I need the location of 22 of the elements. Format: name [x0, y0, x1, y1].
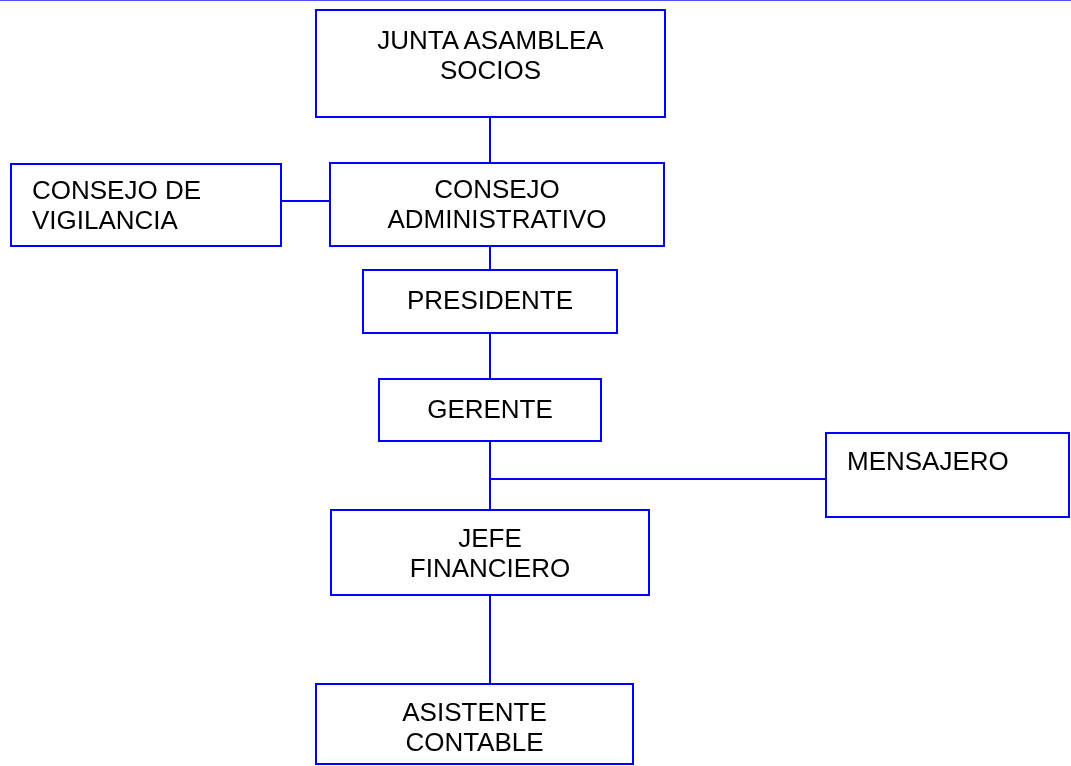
connector-line: [281, 200, 330, 202]
connector-line: [489, 595, 491, 684]
org-box: [825, 432, 1070, 518]
org-box: [330, 509, 650, 596]
org-box: [378, 378, 602, 442]
box-title: JUNTA ASAMBLEA SOCIOS: [376, 25, 605, 87]
org-box: [362, 269, 618, 334]
box-title: GERENTE: [427, 394, 553, 426]
org-box: [315, 683, 634, 765]
connector-line: [489, 246, 491, 270]
box-title: PRESIDENTE: [406, 285, 574, 317]
box-title: MENSAJERO: [847, 446, 1009, 478]
connector-line: [489, 441, 826, 480]
box-title: CONSEJO ADMINISTRATIVO: [386, 174, 608, 236]
org-box: [315, 9, 666, 118]
connector-line: [489, 333, 491, 379]
box-title: CONSEJO DE VIGILANCIA: [32, 175, 203, 237]
org-box: [329, 162, 665, 247]
box-title: JEFE FINANCIERO: [408, 523, 572, 585]
box-title: ASISTENTE CONTABLE: [401, 697, 548, 759]
connector-line: [489, 117, 491, 163]
org-box: [10, 163, 282, 247]
